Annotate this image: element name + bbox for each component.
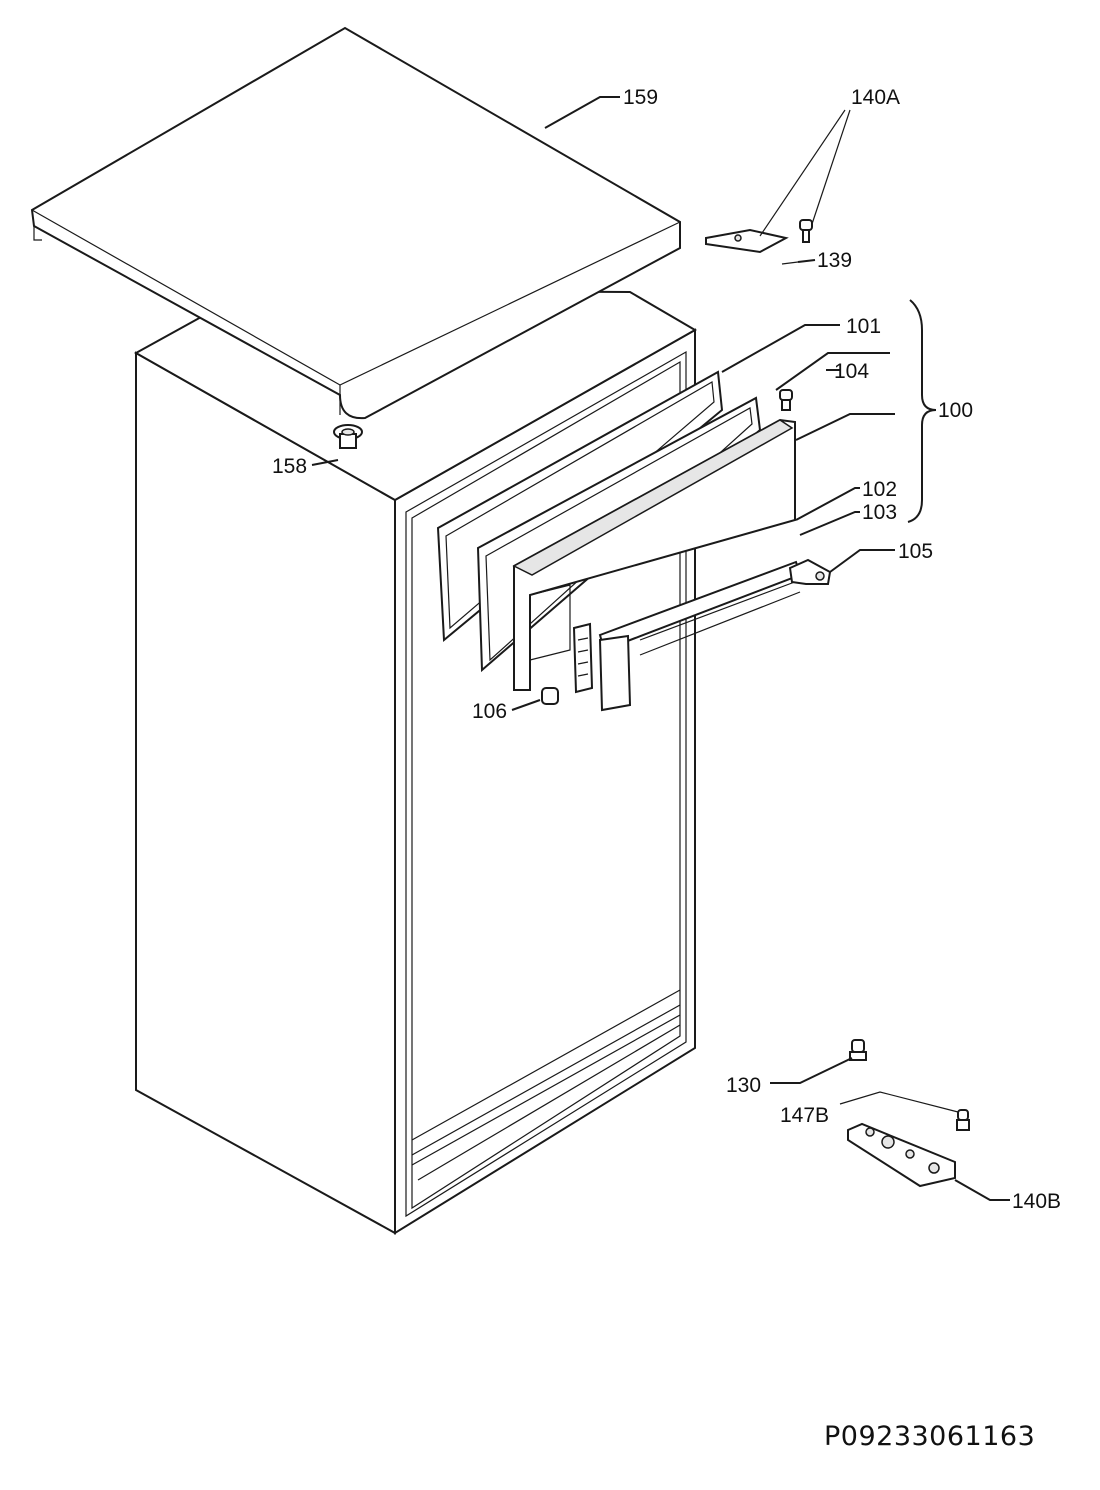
door-handle-strip xyxy=(598,560,802,712)
plug-106 xyxy=(541,687,559,705)
document-code: P09233061163 xyxy=(824,1421,1035,1452)
label-105: 105 xyxy=(898,540,933,563)
label-158: 158 xyxy=(272,455,307,478)
screw-147b xyxy=(956,1109,970,1131)
label-102: 102 xyxy=(862,478,897,501)
label-104: 104 xyxy=(834,360,869,383)
hinge-pin-105 xyxy=(788,558,832,585)
label-103: 103 xyxy=(862,501,897,524)
label-140b: 140B xyxy=(1012,1190,1061,1213)
label-139: 139 xyxy=(817,249,852,272)
latch-part xyxy=(572,622,594,694)
label-101: 101 xyxy=(846,315,881,338)
label-140a: 140A xyxy=(851,86,900,109)
screw-104 xyxy=(779,389,793,411)
label-159: 159 xyxy=(623,86,658,109)
label-100: 100 xyxy=(938,399,973,422)
hinge-140b xyxy=(847,1122,956,1188)
screw-130 xyxy=(849,1039,867,1061)
door-panel-front xyxy=(512,418,796,691)
hinge-140a xyxy=(705,219,813,265)
label-106: 106 xyxy=(472,700,507,723)
screw-158 xyxy=(333,424,363,449)
bracket-100 xyxy=(907,299,937,523)
label-147b: 147B xyxy=(780,1104,829,1127)
label-130: 130 xyxy=(726,1074,761,1097)
leader-lines xyxy=(311,96,1010,1201)
top-lid xyxy=(30,26,681,420)
